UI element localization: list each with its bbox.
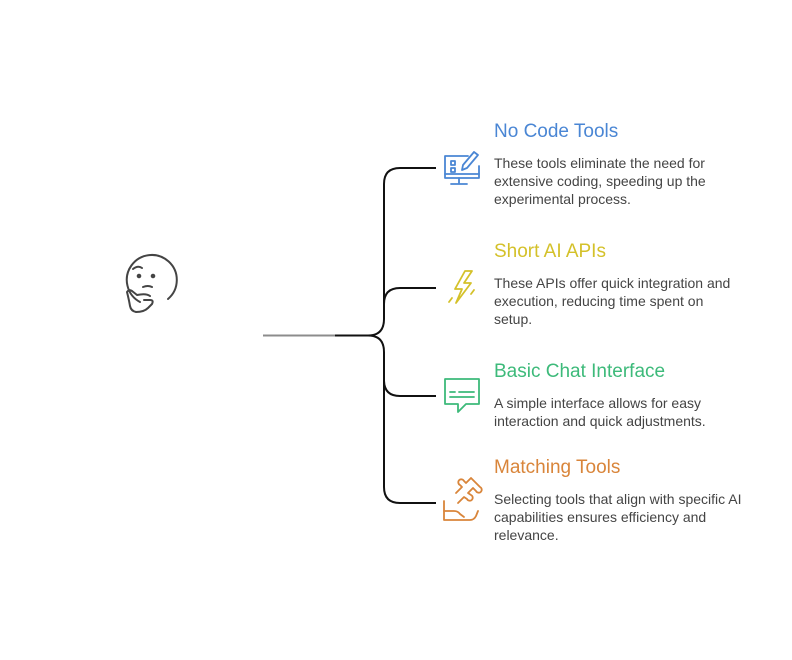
branch-title: Basic Chat Interface (494, 361, 666, 382)
branch-title: Short AI APIs (494, 241, 606, 262)
branch-short-ai-apis: Short AI APIs These APIs offer quick int… (494, 240, 744, 328)
thinking-face-icon (125, 253, 178, 313)
branch-description: These APIs offer quick integration and e… (494, 275, 731, 327)
branch-no-code-tools: No Code Tools These tools eliminate the … (494, 120, 744, 208)
branch-title: Matching Tools (494, 457, 621, 478)
branch-description: These tools eliminate the need for exten… (494, 155, 706, 207)
branch-matching-tools: Matching Tools Selecting tools that alig… (494, 456, 744, 544)
monitor-pencil-icon (444, 151, 480, 185)
branch-title: No Code Tools (494, 121, 619, 142)
puzzle-hand-icon (443, 477, 483, 521)
branch-description: Selecting tools that align with specific… (494, 491, 742, 543)
connector-lines (263, 167, 436, 504)
branch-description: A simple interface allows for easy inter… (494, 395, 706, 429)
branch-basic-chat-interface: Basic Chat Interface A simple interface … (494, 360, 744, 430)
chat-bubble-icon (444, 378, 480, 413)
lightning-bolt-icon (448, 270, 475, 304)
